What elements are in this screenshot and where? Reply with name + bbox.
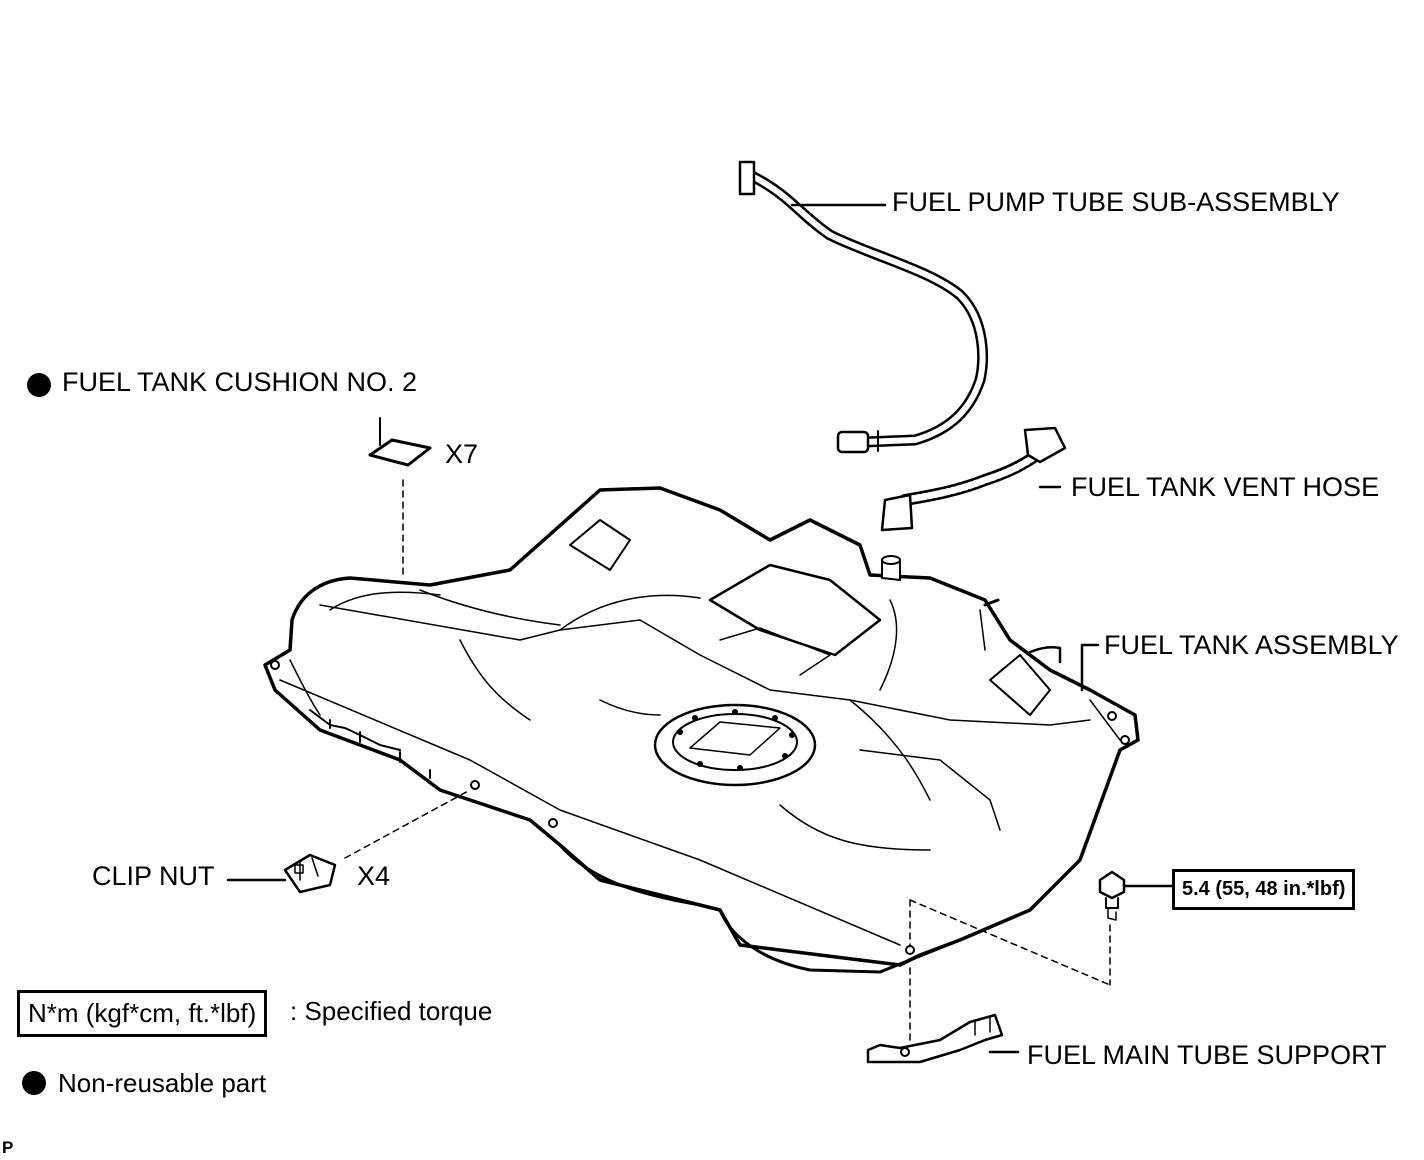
fuel-main-tube-support-label: FUEL MAIN TUBE SUPPORT <box>1027 1040 1387 1070</box>
legend-non-reusable-label: Non-reusable part <box>58 1068 267 1098</box>
legend-torque-box: N*m (kgf*cm, ft.*lbf) <box>17 990 268 1037</box>
fuel-pump-tube-label: FUEL PUMP TUBE SUB-ASSEMBLY <box>892 187 1340 217</box>
fuel-pump-tube <box>738 160 989 454</box>
fuel-tank-vent-hose-label: FUEL TANK VENT HOSE <box>1071 472 1380 502</box>
bolt-part <box>909 870 1174 1041</box>
fuel-main-tube-support <box>866 1013 1020 1064</box>
clip-nut-label: CLIP NUT <box>92 861 215 891</box>
legend-non-reusable-bullet-icon <box>22 1071 46 1095</box>
cushion-quantity-label: X7 <box>445 439 479 469</box>
fuel-tank-cushion-label: FUEL TANK CUSHION NO. 2 <box>62 367 418 397</box>
fuel-tank-cushion <box>368 417 432 576</box>
fuel-tank-assembly-label: FUEL TANK ASSEMBLY <box>1104 630 1399 660</box>
fuel-tank-vent-hose <box>880 426 1067 532</box>
non-reusable-bullet-icon <box>27 373 51 397</box>
fuel-tank <box>263 486 1140 974</box>
clip-nut-part <box>226 789 471 894</box>
legend-torque-description: : Specified torque <box>290 996 493 1026</box>
torque-spec-box: 5.4 (55, 48 in.*lbf) <box>1172 869 1356 910</box>
corner-mark: P <box>2 1138 14 1157</box>
clip-nut-quantity-label: X4 <box>357 861 391 891</box>
